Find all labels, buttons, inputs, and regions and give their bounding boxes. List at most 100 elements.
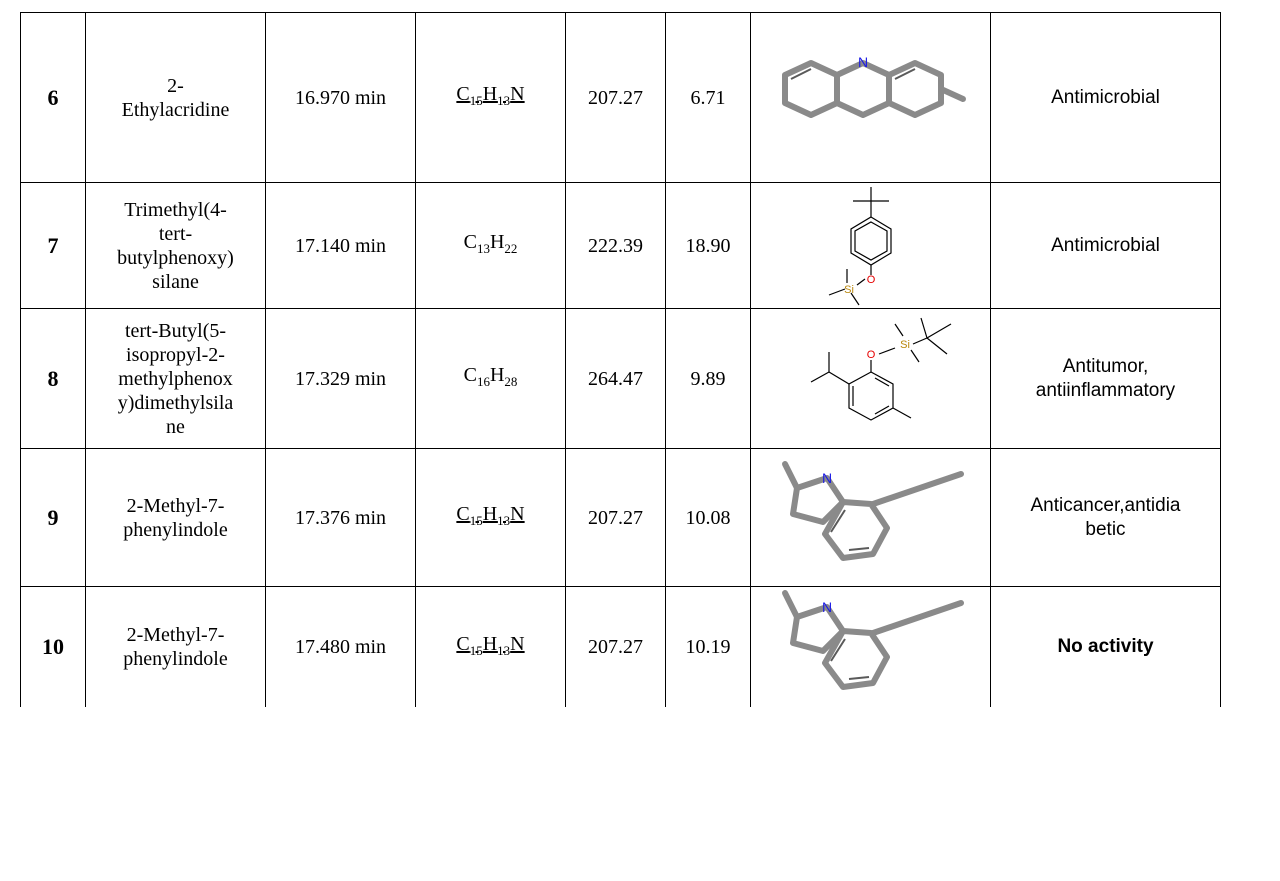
- formula-text: C13H22: [463, 231, 518, 256]
- formula-element: H: [482, 83, 498, 105]
- formula-subscript: 16: [476, 374, 490, 389]
- molecular-weight: 207.27: [565, 448, 666, 587]
- formula-element: C: [456, 632, 470, 655]
- formula-subscript: 22: [504, 241, 518, 256]
- formula-subscript: 13: [497, 642, 511, 658]
- formula-subscript: 13: [497, 513, 511, 528]
- formula-text: C15H13N: [456, 83, 525, 108]
- biological-activity: Anticancer,antidia betic: [990, 448, 1221, 587]
- compound-name: tert-Butyl(5- isopropyl-2- methylphenox …: [85, 308, 266, 449]
- formula-subscript: 15: [469, 93, 483, 108]
- peak-area-percent: 6.71: [665, 12, 751, 183]
- formula-element: H: [482, 632, 498, 655]
- peak-area-percent-text: 9.89: [690, 367, 726, 390]
- structure-cell: N: [750, 448, 991, 587]
- molecular-weight: 207.27: [565, 586, 666, 707]
- compound-number: 8: [20, 308, 86, 449]
- formula-element: N: [510, 632, 525, 655]
- formula-element: H: [489, 231, 505, 253]
- formula-text: C16H28: [463, 364, 518, 389]
- biological-activity-text: Anticancer,antidia betic: [1030, 494, 1181, 540]
- compound-number: 9: [20, 448, 86, 587]
- peak-area-percent: 10.08: [665, 448, 751, 587]
- compound-number-text: 7: [47, 232, 59, 258]
- molecular-weight-text: 207.27: [588, 506, 643, 529]
- retention-time: 17.329 min: [265, 308, 416, 449]
- compound-number: 6: [20, 12, 86, 183]
- formula-element: H: [489, 364, 505, 386]
- peak-area-percent: 18.90: [665, 182, 751, 309]
- molecular-weight-text: 264.47: [588, 367, 643, 390]
- molecular-formula: C16H28: [415, 308, 566, 449]
- peak-area-percent-text: 18.90: [685, 234, 731, 257]
- compound-number-text: 8: [47, 365, 59, 391]
- silicon-atom-label: Si: [844, 284, 854, 296]
- formula-subscript: 15: [469, 513, 483, 528]
- formula-text: C15H13N: [456, 632, 525, 658]
- compound-name-text: 2- Ethylacridine: [121, 74, 230, 121]
- compound-number-text: 9: [47, 504, 59, 530]
- peak-area-percent: 10.19: [665, 586, 751, 707]
- formula-element: N: [510, 503, 525, 525]
- compound-number: 7: [20, 182, 86, 309]
- formula-element: C: [456, 83, 470, 105]
- formula-element: C: [456, 503, 470, 525]
- formula-subscript: 28: [504, 374, 518, 389]
- compound-number-text: 6: [47, 84, 59, 110]
- silicon-atom-label: Si: [900, 339, 910, 351]
- peak-area-percent: 9.89: [665, 308, 751, 449]
- formula-subscript: 15: [469, 642, 483, 658]
- biological-activity-text: Antitumor, antiinflammatory: [1035, 355, 1176, 401]
- tert-butyl-isopropyl-methylphenoxy-dimethylsilane-structure-icon: O Si: [810, 317, 951, 421]
- structure-cell: N: [750, 586, 991, 707]
- biological-activity-text: Antimicrobial: [1051, 234, 1160, 256]
- biological-activity-text: Antimicrobial: [1051, 86, 1160, 108]
- methyl-phenylindole-structure-icon: N: [781, 460, 964, 561]
- compound-name-text: tert-Butyl(5- isopropyl-2- methylphenox …: [117, 319, 234, 438]
- compound-name-text: 2-Methyl-7- phenylindole: [123, 494, 228, 541]
- methyl-phenylindole-structure-icon: N: [781, 590, 964, 690]
- peak-area-percent-text: 10.19: [685, 636, 731, 658]
- biological-activity: Antimicrobial: [990, 182, 1221, 309]
- oxygen-atom-label: O: [866, 349, 875, 361]
- compound-name-text: 2-Methyl-7- phenylindole: [123, 624, 228, 670]
- nitrogen-atom-label: N: [821, 599, 831, 615]
- formula-element: N: [510, 83, 525, 105]
- table-row: 7 Trimethyl(4- tert- butylphenoxy) silane…: [20, 182, 1221, 309]
- formula-subscript: 13: [476, 241, 490, 256]
- molecular-weight: 222.39: [565, 182, 666, 309]
- retention-time: 17.376 min: [265, 448, 416, 587]
- peak-area-percent-text: 10.08: [685, 506, 731, 529]
- biological-activity: Antimicrobial: [990, 12, 1221, 183]
- retention-time-text: 17.480 min: [294, 636, 387, 658]
- molecular-formula: C15H13N: [415, 586, 566, 707]
- formula-subscript: 13: [497, 93, 511, 108]
- biological-activity: No activity: [990, 586, 1221, 707]
- table-row: 10 2-Methyl-7- phenylindole 17.480 min C15H…: [20, 586, 1221, 707]
- retention-time-text: 17.140 min: [294, 234, 387, 257]
- compound-name: 2-Methyl-7- phenylindole: [85, 586, 266, 707]
- peak-area-percent-text: 6.71: [690, 86, 726, 109]
- formula-element: H: [482, 503, 498, 525]
- trimethyl-tert-butylphenoxy-silane-structure-icon: O Si: [828, 187, 892, 306]
- nitrogen-atom-label: N: [821, 470, 831, 486]
- retention-time-text: 16.970 min: [294, 86, 387, 109]
- molecular-weight-text: 222.39: [588, 234, 643, 257]
- biological-activity: Antitumor, antiinflammatory: [990, 308, 1221, 449]
- compound-number: 10: [20, 586, 86, 707]
- oxygen-atom-label: O: [866, 274, 875, 286]
- compound-name: 2-Methyl-7- phenylindole: [85, 448, 266, 587]
- compound-name-text: Trimethyl(4- tert- butylphenoxy) silane: [117, 198, 234, 293]
- retention-time: 17.480 min: [265, 586, 416, 707]
- formula-element: C: [463, 364, 477, 386]
- molecular-weight: 264.47: [565, 308, 666, 449]
- formula-element: C: [463, 231, 477, 253]
- compound-number-text: 10: [42, 634, 64, 659]
- biological-activity-text: No activity: [1057, 636, 1154, 657]
- formula-text: C15H13N: [456, 503, 525, 528]
- structure-cell: O Si: [750, 182, 991, 309]
